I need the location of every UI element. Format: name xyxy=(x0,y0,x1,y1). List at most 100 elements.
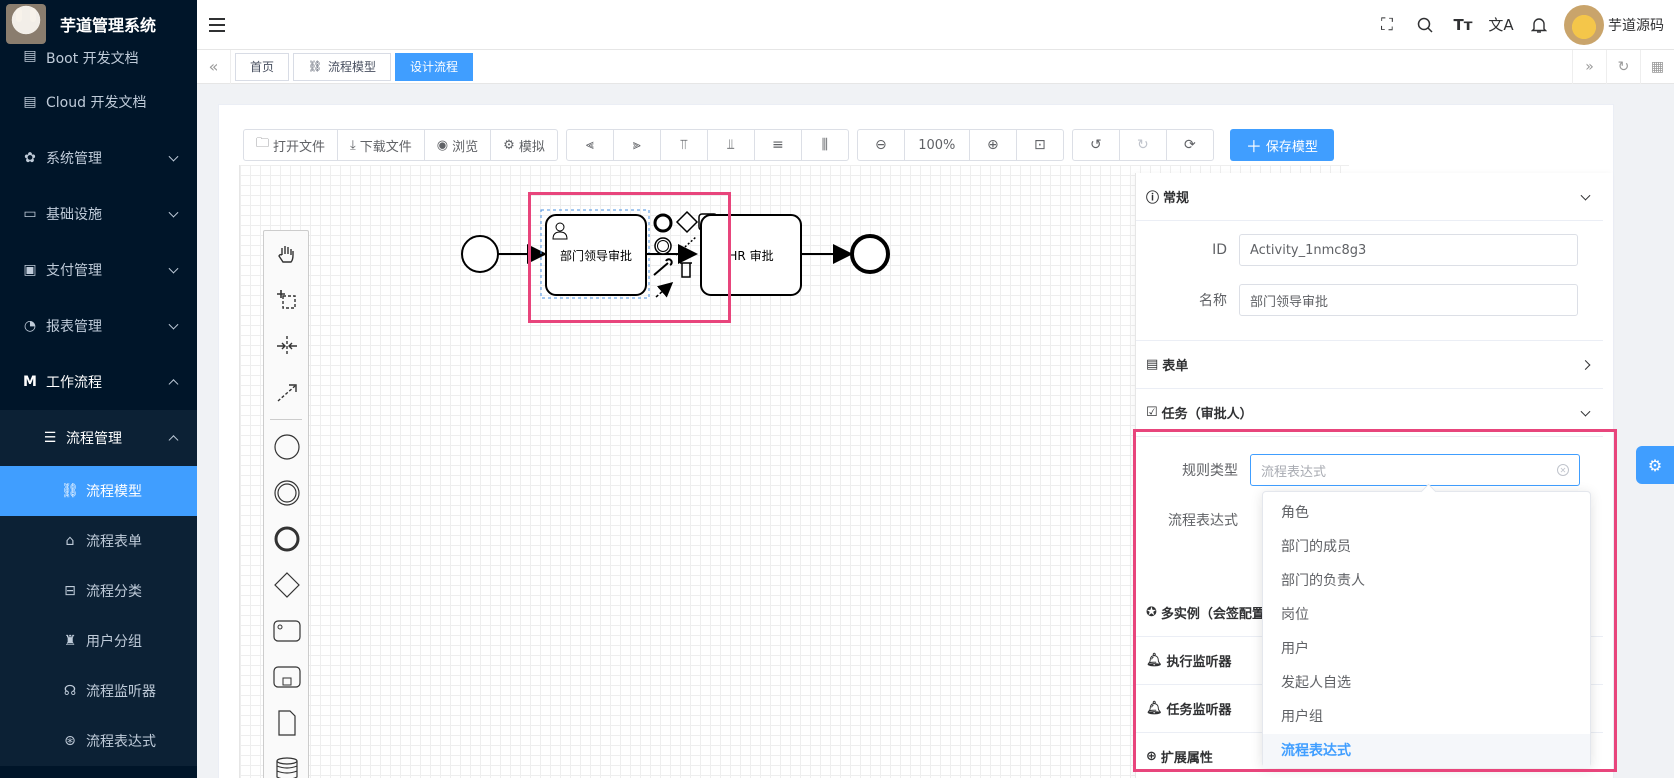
redo-icon[interactable]: ↻ xyxy=(1118,129,1167,161)
sidebar-item-expression[interactable]: ⊛ 流程表达式 xyxy=(0,716,197,766)
gateway-icon[interactable] xyxy=(264,562,310,608)
open-file-button[interactable]: 🗀打开文件 xyxy=(243,129,339,161)
open-file-label: 打开文件 xyxy=(273,139,326,155)
align-middle-icon[interactable]: ⫼ xyxy=(800,129,849,161)
grid-icon[interactable]: ▦ xyxy=(1640,49,1674,84)
clear-icon[interactable]: ✕ xyxy=(1557,464,1569,476)
fullscreen-icon[interactable]: ⛶ xyxy=(1381,14,1393,35)
name-field[interactable]: 部门领导审批 xyxy=(1239,284,1578,316)
hand-tool-icon[interactable] xyxy=(264,231,310,277)
connect-arrow-icon[interactable] xyxy=(655,282,674,298)
intermediate-event-icon[interactable] xyxy=(264,470,310,516)
settings-gear-icon[interactable]: ⚙ xyxy=(1636,446,1674,484)
global-connect-tool-icon[interactable] xyxy=(264,369,310,415)
save-model-button[interactable]: ＋保存模型 xyxy=(1229,129,1334,161)
avatar[interactable] xyxy=(1564,4,1604,45)
download-file-button[interactable]: ⤓下载文件 xyxy=(337,129,425,161)
sidebar-item-listener[interactable]: ☊ 流程监听器 xyxy=(0,666,197,716)
section-task[interactable]: ☑ 任务（审批人） xyxy=(1136,389,1603,437)
sidebar-group-process[interactable]: ☰ 流程管理 xyxy=(0,410,197,466)
sidebar-item-infra[interactable]: ▭ 基础设施 xyxy=(0,186,197,242)
section-general[interactable]: ⓘ 常规 xyxy=(1136,173,1603,221)
sidebar-item-category[interactable]: ⊟ 流程分类 xyxy=(0,566,197,616)
sidebar-item-boot-docs[interactable]: ▤ Boot 开发文档 xyxy=(0,48,197,74)
task-1-label: 部门领导审批 xyxy=(559,249,632,263)
start-event[interactable] xyxy=(461,235,499,273)
form-row-expression: 流程表达式 xyxy=(1136,495,1613,545)
scroll-left-icon[interactable]: « xyxy=(197,49,231,84)
document-icon: ▤ xyxy=(23,48,37,64)
end-event[interactable] xyxy=(850,234,890,274)
wrench-icon[interactable] xyxy=(653,258,673,276)
align-center-icon[interactable]: ≡ xyxy=(753,129,802,161)
zoom-in-icon[interactable]: ⊕ xyxy=(968,129,1017,161)
designer-toolbar: 🗀打开文件 ⤓下载文件 ◉浏览 ⚙模拟 ⫷ ⫸ ⫪ ⫫ ≡ ⫼ ⊖ 100% ⊕… xyxy=(243,129,1334,161)
font-size-icon[interactable]: Tт xyxy=(1453,15,1473,34)
sidebar-item-cloud-docs[interactable]: ▤ Cloud 开发文档 xyxy=(0,74,197,130)
sidebar-item-report[interactable]: ◔ 报表管理 xyxy=(0,298,197,354)
align-left-icon[interactable]: ⫷ xyxy=(565,129,614,161)
append-end-event-icon[interactable] xyxy=(653,213,673,233)
data-object-icon[interactable] xyxy=(264,700,310,746)
append-gateway-icon[interactable] xyxy=(675,210,699,234)
sidebar-menu: ▤ Boot 开发文档 ▤ Cloud 开发文档 ✿ 系统管理 ▭ 基础设施 ▣… xyxy=(0,48,197,766)
zoom-out-icon[interactable]: ⊖ xyxy=(856,129,905,161)
sidebar-item-label: 流程表达式 xyxy=(86,734,156,750)
align-right-icon[interactable]: ⫸ xyxy=(612,129,661,161)
option-expression[interactable]: 流程表达式 xyxy=(1263,734,1590,768)
tab-label: 设计流程 xyxy=(410,60,459,74)
option-role[interactable]: 角色 xyxy=(1281,505,1309,521)
option-starter-select[interactable]: 发起人自选 xyxy=(1281,675,1351,691)
sidebar-item-system[interactable]: ✿ 系统管理 xyxy=(0,130,197,186)
trash-icon[interactable] xyxy=(680,262,692,278)
space-tool-icon[interactable] xyxy=(264,323,310,369)
undo-icon[interactable]: ↺ xyxy=(1071,129,1120,161)
data-store-icon[interactable] xyxy=(264,746,310,778)
lasso-tool-icon[interactable] xyxy=(264,277,310,323)
scroll-right-icon[interactable]: » xyxy=(1572,49,1606,84)
document-icon: ▤ xyxy=(23,94,37,110)
tab-home[interactable]: 首页 xyxy=(235,52,290,81)
tab-design-process[interactable]: 设计流程 xyxy=(395,52,474,81)
refresh-icon[interactable]: ↻ xyxy=(1606,49,1640,84)
gear-icon: ✿ xyxy=(24,150,36,166)
sidebar-item-workflow[interactable]: M 工作流程 xyxy=(0,354,197,410)
option-user-group[interactable]: 用户组 xyxy=(1281,709,1323,725)
sidebar-item-user-group[interactable]: ♜ 用户分组 xyxy=(0,616,197,666)
task-icon[interactable] xyxy=(264,608,310,654)
translate-icon[interactable]: 文A xyxy=(1488,16,1514,34)
sidebar-item-form[interactable]: ⌂ 流程表单 xyxy=(0,516,197,566)
fit-view-icon[interactable]: ⊡ xyxy=(1015,129,1064,161)
username[interactable]: 芋道源码 xyxy=(1608,17,1664,34)
reset-icon[interactable]: ⟳ xyxy=(1165,129,1214,161)
bell-icon[interactable] xyxy=(1520,0,1558,50)
section-form[interactable]: ▤ 表单 xyxy=(1136,341,1603,389)
section-extension[interactable]: ⊕ 扩展属性 xyxy=(1136,733,1603,778)
simulate-button[interactable]: ⚙模拟 xyxy=(490,129,558,161)
sidebar-item-label: Boot 开发文档 xyxy=(46,51,139,67)
tab-process-model[interactable]: ⛓ 流程模型 xyxy=(293,52,391,81)
align-bottom-icon[interactable]: ⫫ xyxy=(706,129,755,161)
option-dept-member[interactable]: 部门的成员 xyxy=(1281,539,1351,555)
brand[interactable]: 芋道管理系统 xyxy=(0,0,197,48)
align-top-icon[interactable]: ⫪ xyxy=(659,129,708,161)
rule-type-select[interactable]: 流程表达式 ✕ xyxy=(1250,454,1580,486)
simulate-label: 模拟 xyxy=(518,139,545,155)
hamburger-icon[interactable] xyxy=(209,17,225,32)
section-multi-title: 多实例（会签配置 xyxy=(1160,607,1265,622)
end-event-icon[interactable] xyxy=(264,516,310,562)
start-event-icon[interactable] xyxy=(264,424,310,470)
option-user[interactable]: 用户 xyxy=(1281,641,1309,657)
option-dept-leader[interactable]: 部门的负责人 xyxy=(1281,573,1365,589)
zoom-level[interactable]: 100% xyxy=(903,129,970,161)
search-icon[interactable] xyxy=(1406,0,1444,50)
sidebar-item-pay[interactable]: ▣ 支付管理 xyxy=(0,242,197,298)
option-post[interactable]: 岗位 xyxy=(1281,607,1309,623)
chevron-down-icon xyxy=(1580,190,1591,201)
id-field[interactable]: Activity_1nmc8g3 xyxy=(1239,234,1578,266)
connect-tool-icon[interactable] xyxy=(675,236,697,256)
subprocess-icon[interactable] xyxy=(264,654,310,700)
clipboard-icon: ▤ xyxy=(1146,357,1159,372)
sidebar-item-model[interactable]: ⛓ 流程模型 xyxy=(0,466,197,516)
preview-button[interactable]: ◉浏览 xyxy=(423,129,492,161)
